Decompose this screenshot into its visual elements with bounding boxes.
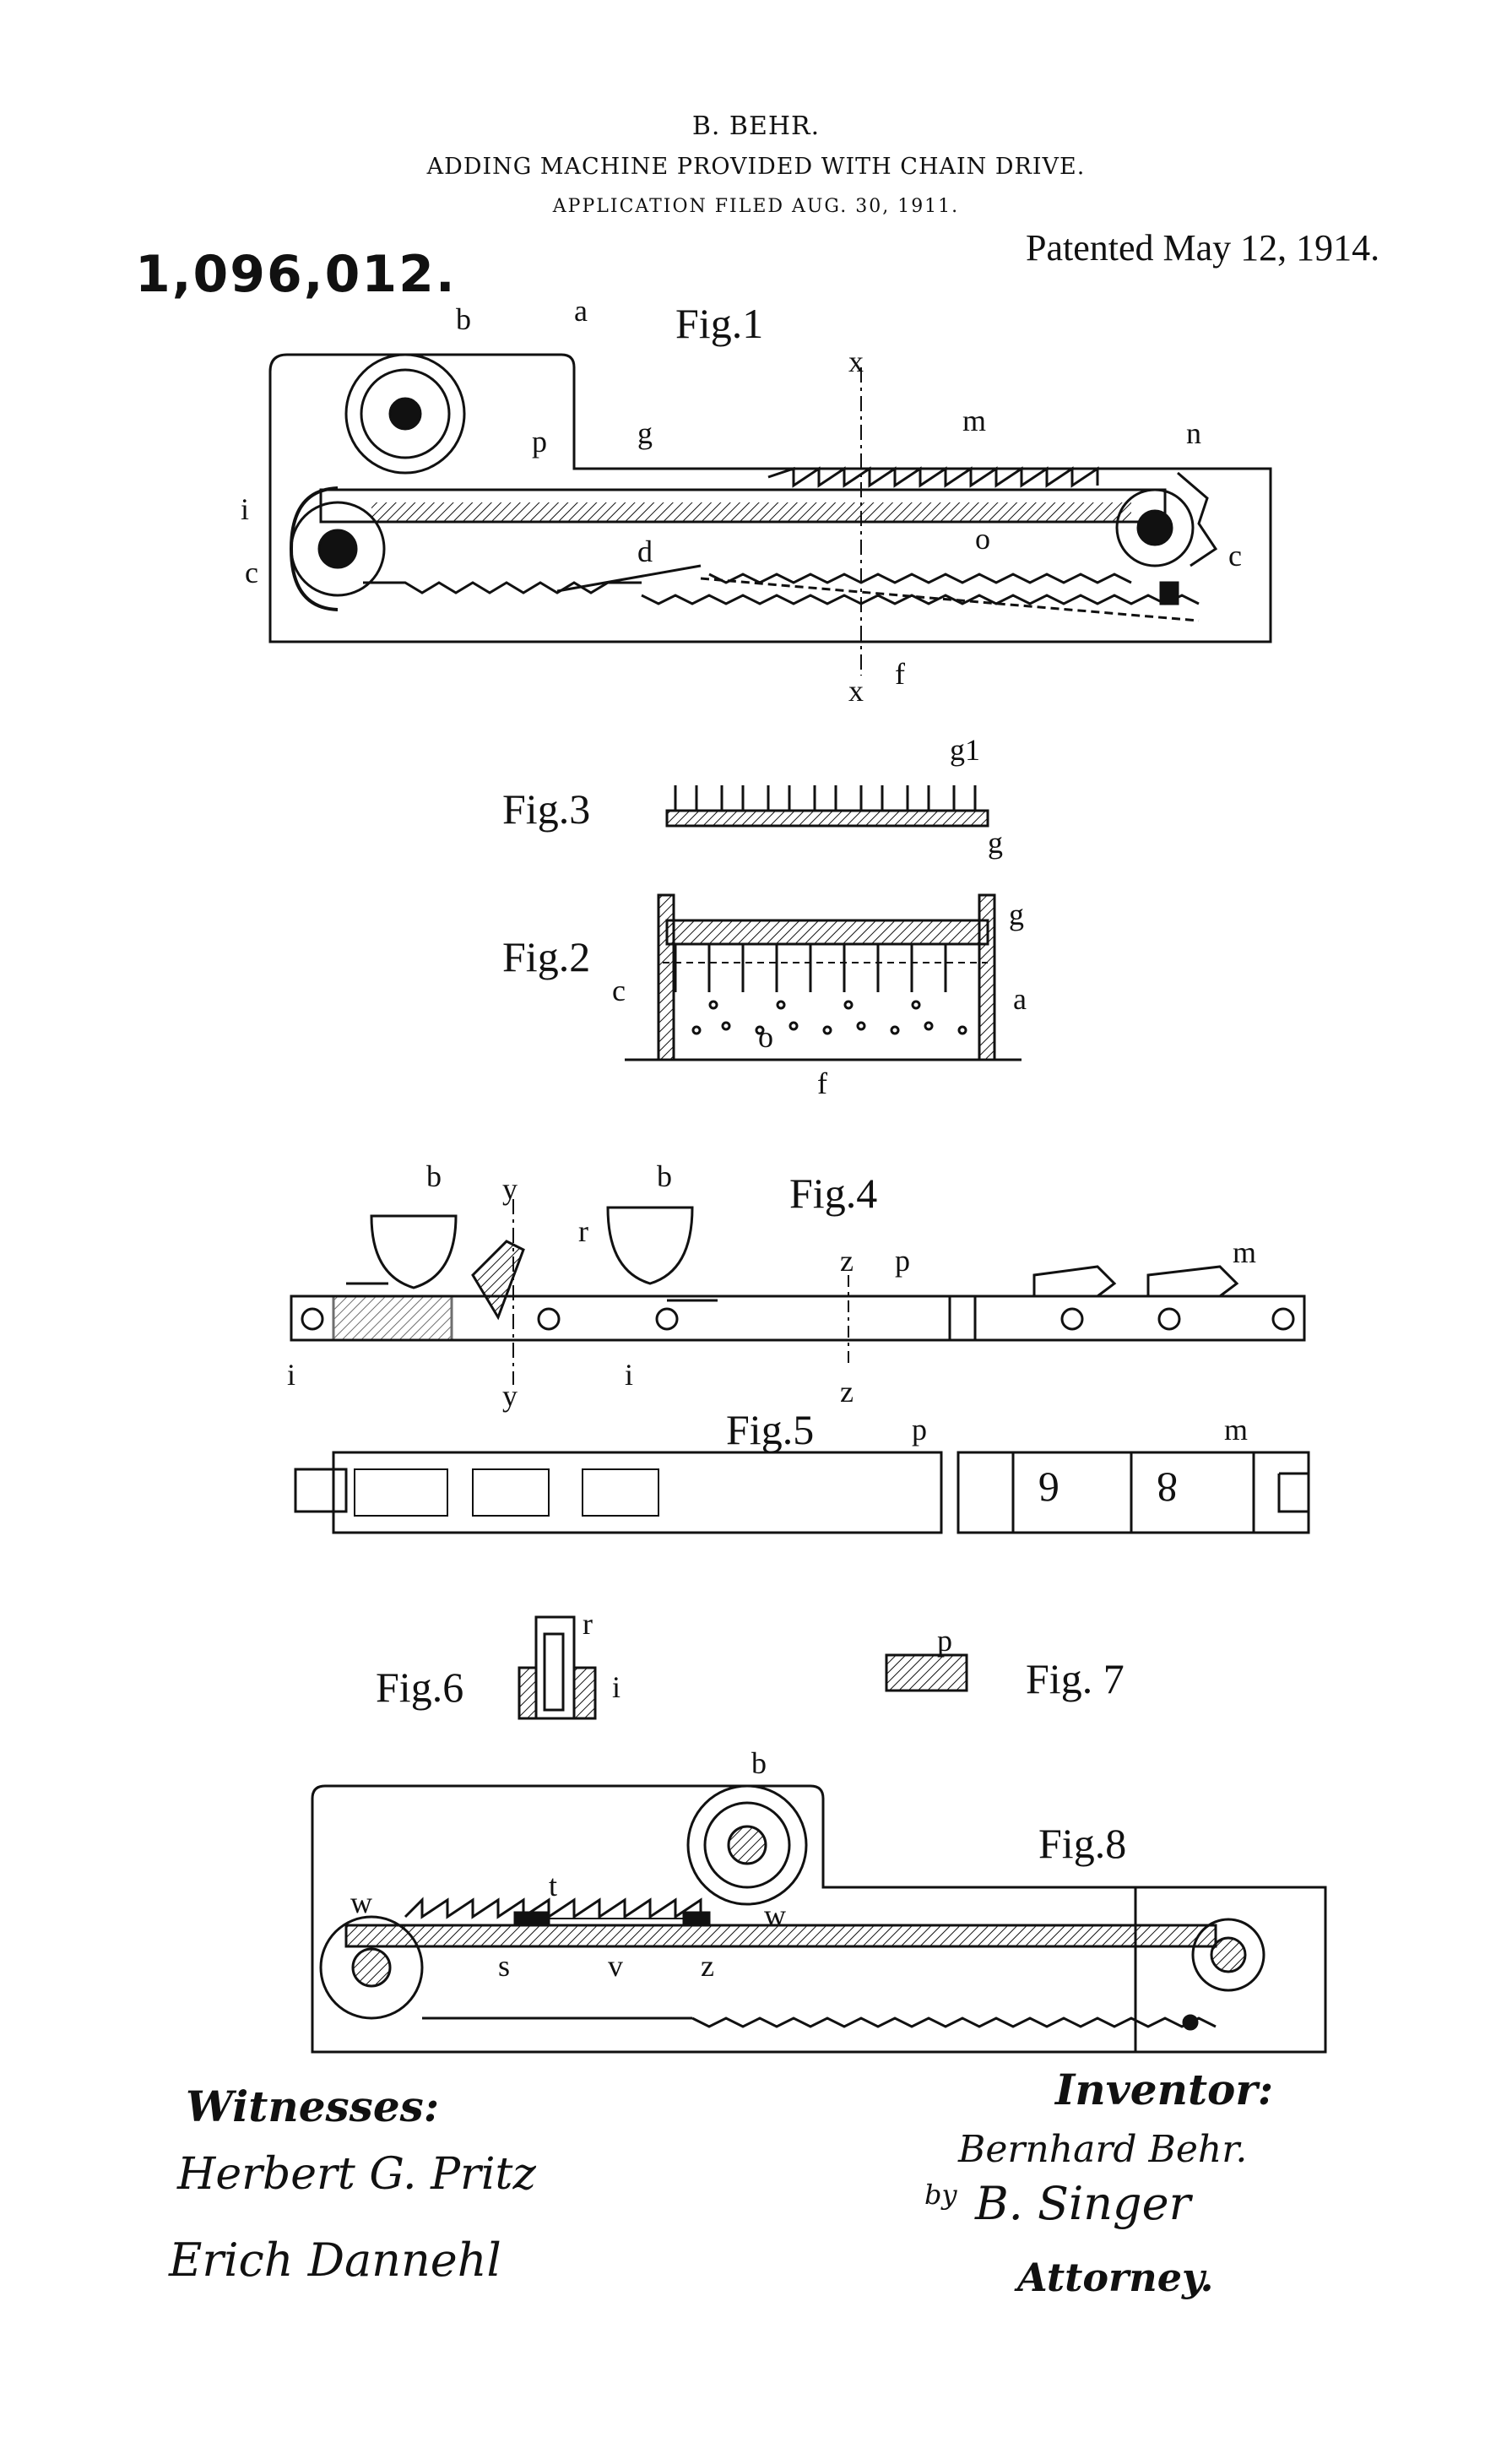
fig5-digit-6: 6 [1038, 1464, 1059, 1512]
fig6-label-i: i [612, 1670, 621, 1704]
fig5-digit-8: 8 [1157, 1464, 1178, 1512]
fig1-frame [268, 353, 1272, 643]
fig1-title: Fig.1 [675, 300, 763, 347]
fig1-label-o: o [975, 522, 990, 556]
fig8-label-v: v [608, 1949, 623, 1983]
fig4-label-m: m [1233, 1235, 1256, 1269]
fig2-label-g: g [1009, 898, 1024, 931]
fig3-label-g1: g1 [950, 733, 980, 767]
fig1-label-c-left: c [245, 556, 258, 589]
fig1-label-p: p [532, 425, 547, 459]
fig2-label-o: o [758, 1020, 773, 1054]
figure-1 [268, 353, 1272, 676]
fig2-label-c: c [612, 974, 626, 1007]
fig1-label-f: f [895, 657, 905, 691]
fig1-wheel-b [344, 353, 466, 475]
patent-number: 1,096,012. [135, 245, 457, 304]
fig7-title: Fig. 7 [1026, 1655, 1125, 1702]
attorney-signature: B. Singer [975, 2177, 1191, 2230]
figure-5 [294, 1451, 1310, 1534]
figure-2 [625, 893, 1022, 1061]
fig1-label-c-right: c [1228, 539, 1242, 573]
fig5-title: Fig.5 [726, 1406, 814, 1453]
fig4-label-i-left: i [287, 1358, 295, 1392]
fig1-label-b: b [456, 302, 471, 336]
fig7-label-p: p [937, 1624, 952, 1658]
by-label: by [924, 2179, 957, 2211]
fig1-label-x-bottom: x [848, 674, 864, 708]
fig8-wheel-b [686, 1784, 808, 1906]
fig8-sprocket-right [1191, 1918, 1265, 1992]
fig8-sprocket-left [319, 1915, 424, 2020]
witnesses-heading: Witnesses: [186, 2081, 440, 2131]
fig4-label-b-right: b [657, 1159, 672, 1193]
fig4-label-z-top: z [840, 1244, 854, 1278]
inventor-heading: Inventor: [1055, 2065, 1274, 2114]
fig4-label-i-right: i [625, 1358, 633, 1392]
fig8-label-z: z [701, 1949, 714, 1983]
witness-signature-1: Herbert G. Pritz [177, 2149, 536, 2200]
fig3-title: Fig.3 [502, 785, 590, 833]
fig8-label-t: t [549, 1869, 557, 1902]
attorney-heading: Attorney. [1017, 2255, 1214, 2300]
fig1-label-g: g [637, 416, 653, 450]
figure-4 [290, 1199, 1306, 1385]
fig4-title: Fig.4 [789, 1170, 877, 1217]
fig4-label-r: r [578, 1214, 588, 1248]
patent-title: ADDING MACHINE PROVIDED WITH CHAIN DRIVE… [426, 154, 1086, 180]
fig5-label-m: m [1224, 1413, 1248, 1446]
fig8-label-w-right: w [764, 1898, 786, 1932]
fig8-label-b: b [751, 1746, 767, 1780]
figure-8 [311, 1784, 1327, 2054]
figure-6 [518, 1615, 597, 1720]
fig2-label-a: a [1013, 982, 1027, 1016]
inventor-signature: Bernhard Behr. [958, 2128, 1248, 2171]
fig1-label-x-top: x [848, 345, 864, 378]
figure-3 [665, 785, 989, 828]
fig2-label-f: f [817, 1067, 827, 1100]
fig3-label-g: g [988, 826, 1003, 860]
fig4-label-b-left: b [426, 1159, 442, 1193]
fig4-b-right [606, 1206, 694, 1285]
fig8-chain-upper [344, 1924, 1217, 1948]
fig1-sprocket-c-right [1115, 488, 1195, 567]
application-filed: APPLICATION FILED AUG. 30, 1911. [552, 196, 960, 217]
patented-date: Patented May 12, 1914. [1026, 227, 1380, 269]
fig1-label-n: n [1186, 416, 1201, 450]
fig6-label-r: r [583, 1607, 593, 1641]
inventor-name: B. BEHR. [691, 111, 821, 141]
witness-signature-2: Erich Dannehl [169, 2233, 501, 2287]
fig4-b-left [370, 1214, 458, 1289]
fig8-title: Fig.8 [1038, 1820, 1126, 1867]
fig2-title: Fig.2 [502, 933, 590, 980]
fig4-label-p: p [895, 1244, 910, 1278]
fig1-label-d: d [637, 535, 653, 568]
fig8-frame [311, 1784, 1137, 2054]
fig6-title: Fig.6 [376, 1664, 463, 1711]
fig1-label-a: a [574, 294, 588, 328]
fig5-label-p: p [912, 1413, 927, 1446]
figure-7 [885, 1653, 968, 1692]
fig4-label-z-bottom: z [840, 1375, 854, 1408]
fig4-label-y-bottom: y [502, 1379, 518, 1413]
fig1-labels: Fig.1 a b x p g m n i c d o c f x [241, 294, 1242, 708]
fig1-label-i: i [241, 492, 249, 526]
fig4-label-y-top: y [502, 1172, 518, 1206]
fig8-label-w-left: w [350, 1886, 372, 1919]
fig8-label-s: s [498, 1949, 510, 1983]
fig1-label-m: m [962, 404, 986, 437]
